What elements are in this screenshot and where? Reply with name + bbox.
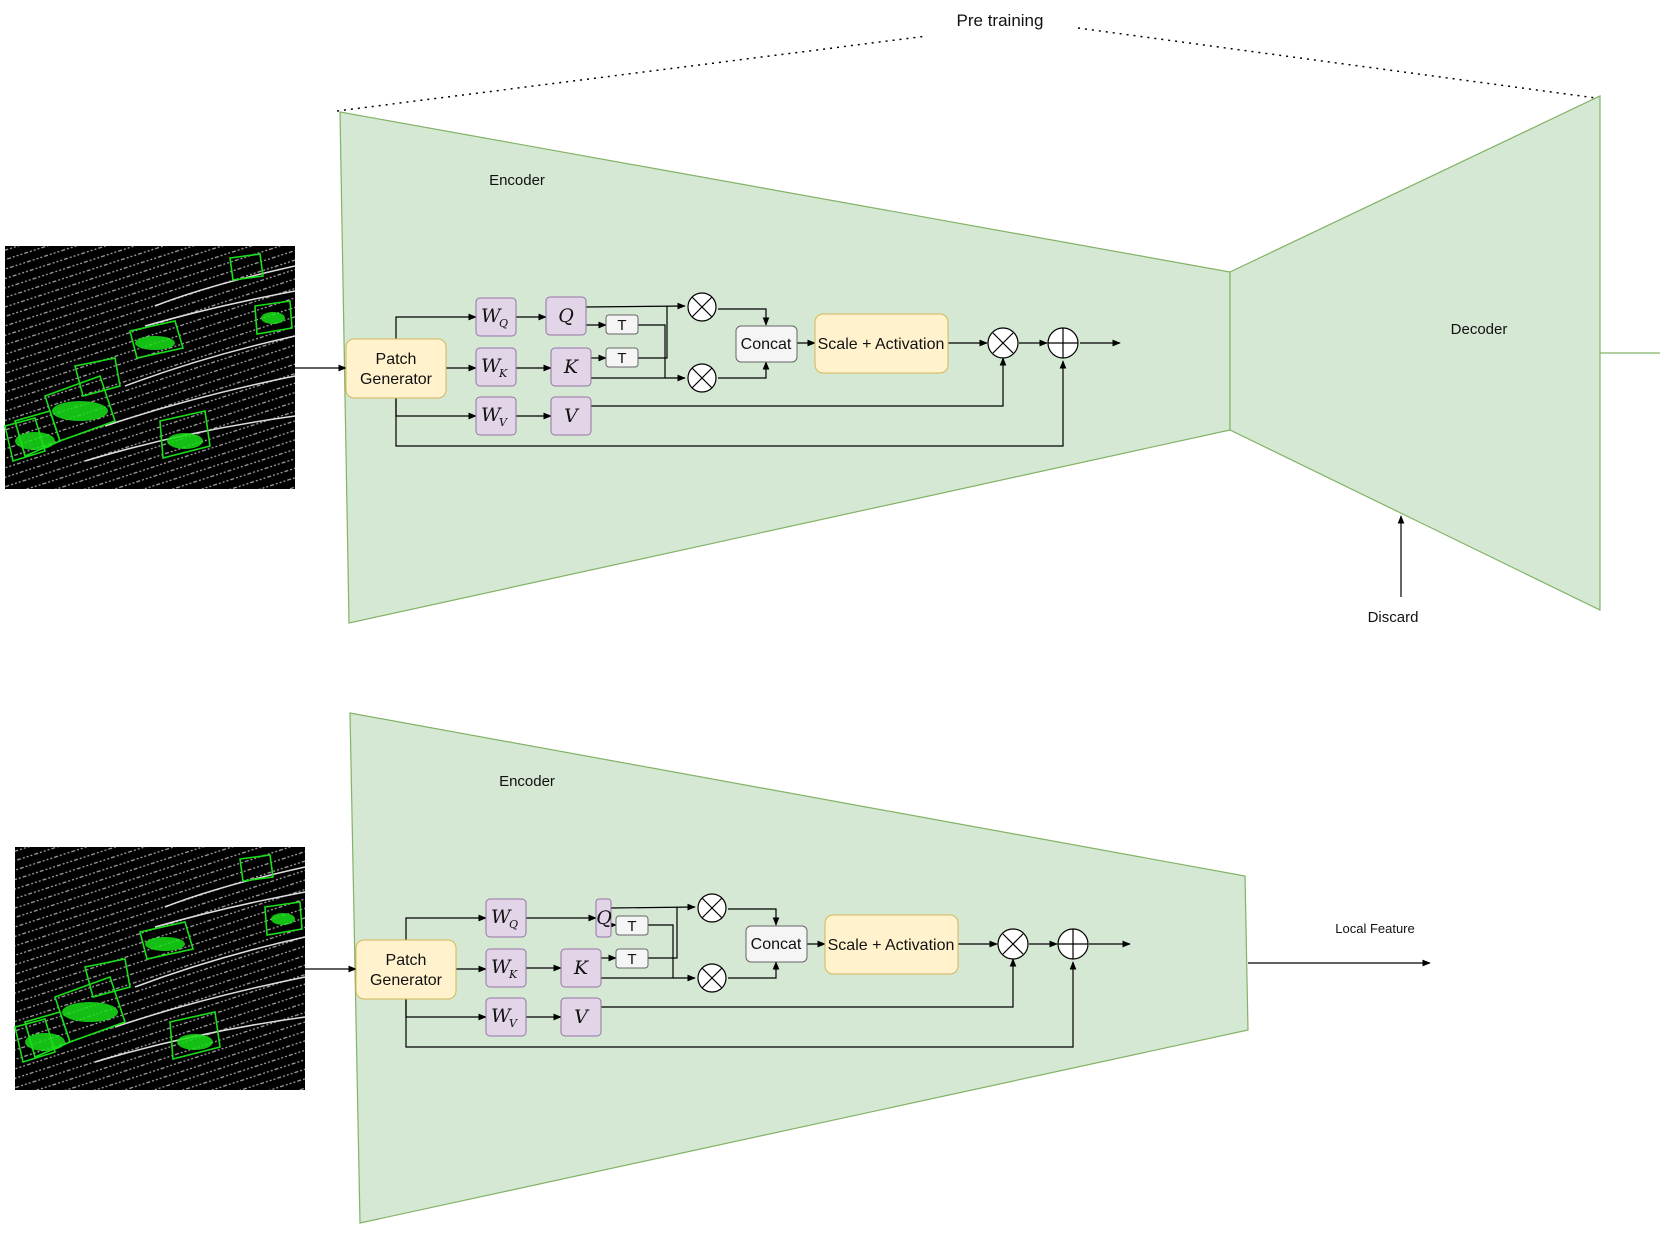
top-patch-generator-line1: Patch (376, 351, 417, 368)
bottom-wk-box: W K (485, 948, 527, 988)
bottom-t2-label: T (627, 951, 636, 968)
bottom-patch-generator-line1: Patch (386, 952, 427, 969)
bottom-wq-symbol: W (491, 906, 512, 928)
top-wv-symbol: W (481, 404, 502, 426)
bottom-wv-box: W V (485, 997, 527, 1037)
top-t2-label: T (617, 350, 626, 367)
bottom-q-box: Q (595, 898, 612, 938)
bottom-scale-activation-box: Scale + Activation (824, 914, 959, 975)
bottom-wv-symbol: W (491, 1005, 512, 1027)
bottom-encoder-trapezoid (349, 712, 1249, 1224)
discard-label: Discard (1368, 609, 1419, 626)
bottom-multiply-node-3 (997, 928, 1029, 960)
top-lidar-image (4, 245, 296, 490)
top-wq-box: W Q (475, 297, 517, 337)
bottom-scale-activation-label: Scale + Activation (828, 937, 955, 954)
bottom-patch-generator-line2: Generator (370, 972, 443, 989)
bottom-wq-subscript: Q (509, 918, 518, 931)
bottom-wk-symbol: W (491, 956, 512, 978)
top-connections (395, 302, 1121, 447)
bottom-add-node (1057, 928, 1089, 960)
bottom-wq-box: W Q (485, 898, 527, 938)
bottom-multiply-node-1 (697, 893, 727, 923)
bottom-patch-generator: Patch Generator (355, 939, 457, 1000)
top-v-box: V (550, 396, 592, 436)
decoder-label: Decoder (1451, 321, 1508, 338)
bottom-concat-box: Concat (745, 925, 808, 963)
bottom-q-symbol: Q (596, 907, 612, 929)
bottom-v-box: V (560, 997, 602, 1037)
top-wv-box: W V (475, 396, 517, 436)
top-transpose-box-2: T (605, 347, 639, 368)
bottom-lidar-image (14, 846, 306, 1091)
top-multiply-node-1 (687, 292, 717, 322)
bottom-k-symbol: K (573, 957, 590, 979)
pretrain-dotted-left (336, 35, 928, 112)
bottom-encoder-label: Encoder (499, 773, 555, 790)
pretrain-dotted-right (1077, 27, 1597, 99)
top-wq-symbol: W (481, 305, 502, 327)
top-wk-symbol: W (481, 355, 502, 377)
top-wk-subscript: K (498, 367, 508, 380)
bottom-transpose-box-2: T (615, 948, 649, 969)
top-patch-generator-line2: Generator (360, 371, 433, 388)
top-encoder-label: Encoder (489, 172, 545, 189)
bottom-connections (405, 903, 1131, 1048)
top-v-symbol: V (564, 405, 580, 427)
top-patch-generator: Patch Generator (345, 338, 447, 399)
top-k-box: K (550, 347, 592, 387)
top-transpose-box-1: T (605, 314, 639, 335)
top-multiply-node-2 (687, 363, 717, 393)
top-wq-subscript: Q (499, 317, 508, 330)
local-feature-label: Local Feature (1335, 921, 1415, 936)
top-scale-activation-box: Scale + Activation (814, 313, 949, 374)
bottom-wv-subscript: V (509, 1017, 518, 1030)
top-add-node (1047, 327, 1079, 359)
top-q-box: Q (545, 296, 587, 336)
top-concat-box: Concat (735, 325, 798, 363)
top-wv-subscript: V (499, 416, 508, 429)
bottom-wk-subscript: K (508, 968, 518, 981)
top-k-symbol: K (563, 356, 580, 378)
top-wk-box: W K (475, 347, 517, 387)
bottom-k-box: K (560, 948, 602, 988)
bottom-transpose-box-1: T (615, 915, 649, 936)
pretrain-label: Pre training (957, 11, 1044, 30)
bottom-v-symbol: V (574, 1006, 590, 1028)
bottom-t1-label: T (627, 918, 636, 935)
top-multiply-node-3 (987, 327, 1019, 359)
top-t1-label: T (617, 317, 626, 334)
top-q-symbol: Q (558, 305, 574, 327)
decoder-trapezoid (1229, 95, 1601, 611)
top-concat-label: Concat (741, 336, 792, 353)
bottom-concat-label: Concat (751, 936, 802, 953)
bottom-multiply-node-2 (697, 963, 727, 993)
top-scale-activation-label: Scale + Activation (818, 336, 945, 353)
